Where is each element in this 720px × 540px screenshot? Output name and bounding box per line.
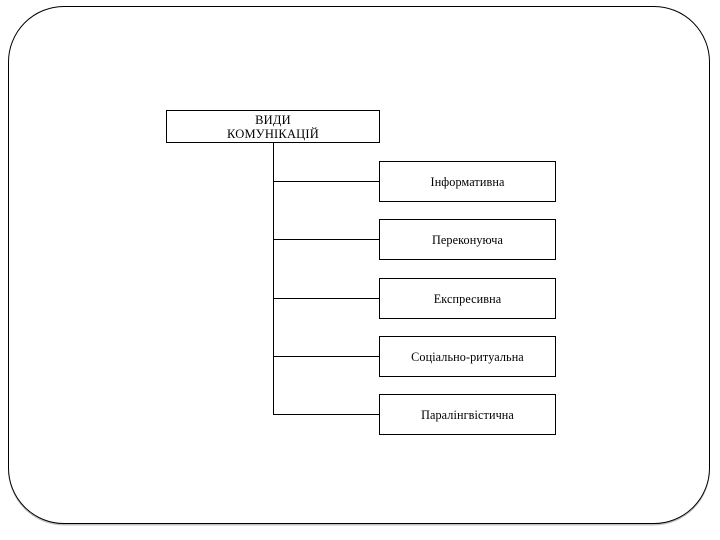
branch-node-label-4: Соціально-ритуальна xyxy=(411,349,524,364)
root-node-label-line1: ВИДИ xyxy=(255,112,291,127)
branch-node-box-4[interactable]: Соціально-ритуальна xyxy=(379,336,556,377)
root-node-box[interactable]: ВИДИ КОМУНІКАЦІЙ xyxy=(166,110,380,143)
branch-connector-line-3 xyxy=(272,298,380,300)
branch-node-label-2: Переконуюча xyxy=(431,232,503,247)
trunk-connector-line xyxy=(272,142,274,414)
branch-node-box-3[interactable]: Експресивна xyxy=(379,278,556,319)
root-node-label-line2: КОМУНІКАЦІЙ xyxy=(227,126,319,141)
branch-node-label-5: Паралінгвістична xyxy=(421,407,514,422)
branch-node-box-2[interactable]: Переконуюча xyxy=(379,219,556,260)
branch-node-box-1[interactable]: Інформативна xyxy=(379,161,556,202)
branch-connector-line-4 xyxy=(272,356,380,358)
branch-connector-line-5 xyxy=(272,414,380,416)
branch-connector-line-2 xyxy=(272,239,380,241)
branch-node-label-3: Експресивна xyxy=(433,291,502,306)
branch-node-box-5[interactable]: Паралінгвістична xyxy=(379,394,556,435)
slide-rounded-frame xyxy=(8,6,710,524)
branch-connector-line-1 xyxy=(272,181,380,183)
branch-node-label-1: Інформативна xyxy=(430,174,505,189)
